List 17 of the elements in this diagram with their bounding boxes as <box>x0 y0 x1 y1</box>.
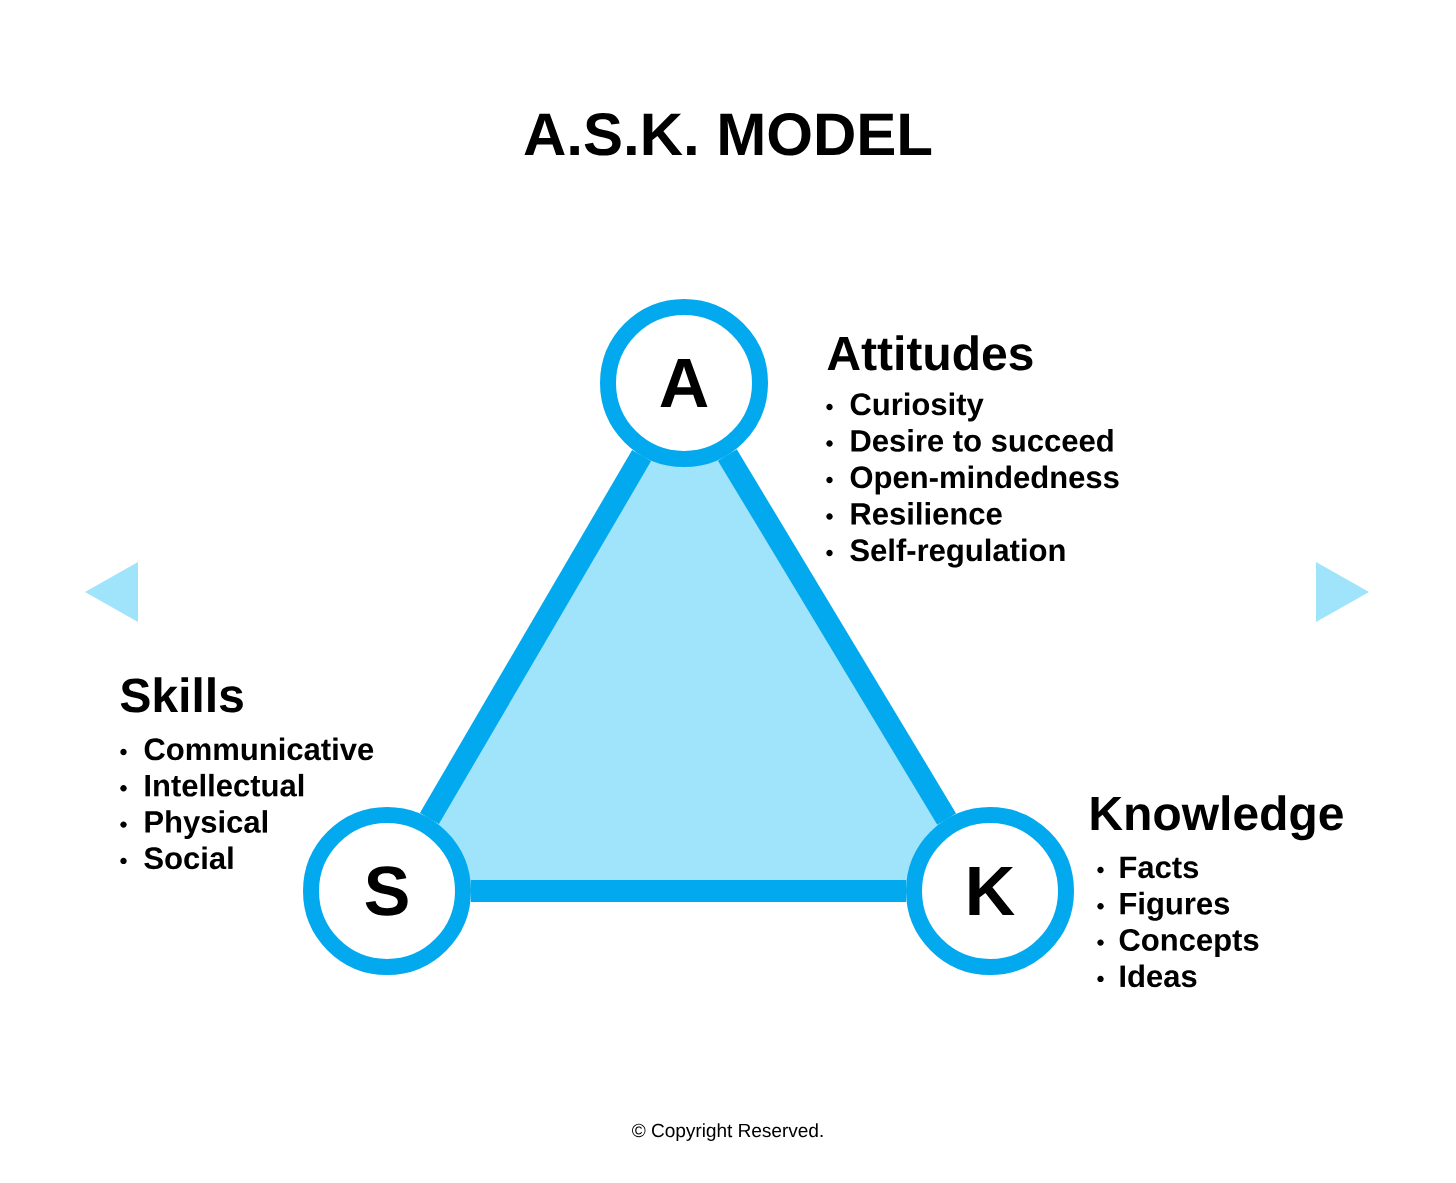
list-item: Figures <box>1120 891 1230 921</box>
title: A.S.K. MODEL <box>524 113 932 156</box>
list-item: Social <box>144 846 233 870</box>
list-item: Intellectual <box>145 773 304 797</box>
list-item: Concepts <box>1119 928 1259 958</box>
footer-note: © Copyright Reserved. <box>632 1123 823 1141</box>
heading: Knowledge <box>1091 795 1343 841</box>
list-item: Ideas <box>1120 964 1197 988</box>
node-label: S <box>365 866 408 916</box>
heading: Skills <box>120 677 243 713</box>
heading: Attitudes <box>827 335 1033 371</box>
circle-node: S <box>303 807 471 975</box>
list-item: Communicative <box>144 737 374 761</box>
node-label: K <box>969 866 1015 916</box>
list-item: Facts <box>1120 856 1199 879</box>
list-item: Physical <box>145 810 267 840</box>
circle-node: K <box>906 807 1074 975</box>
